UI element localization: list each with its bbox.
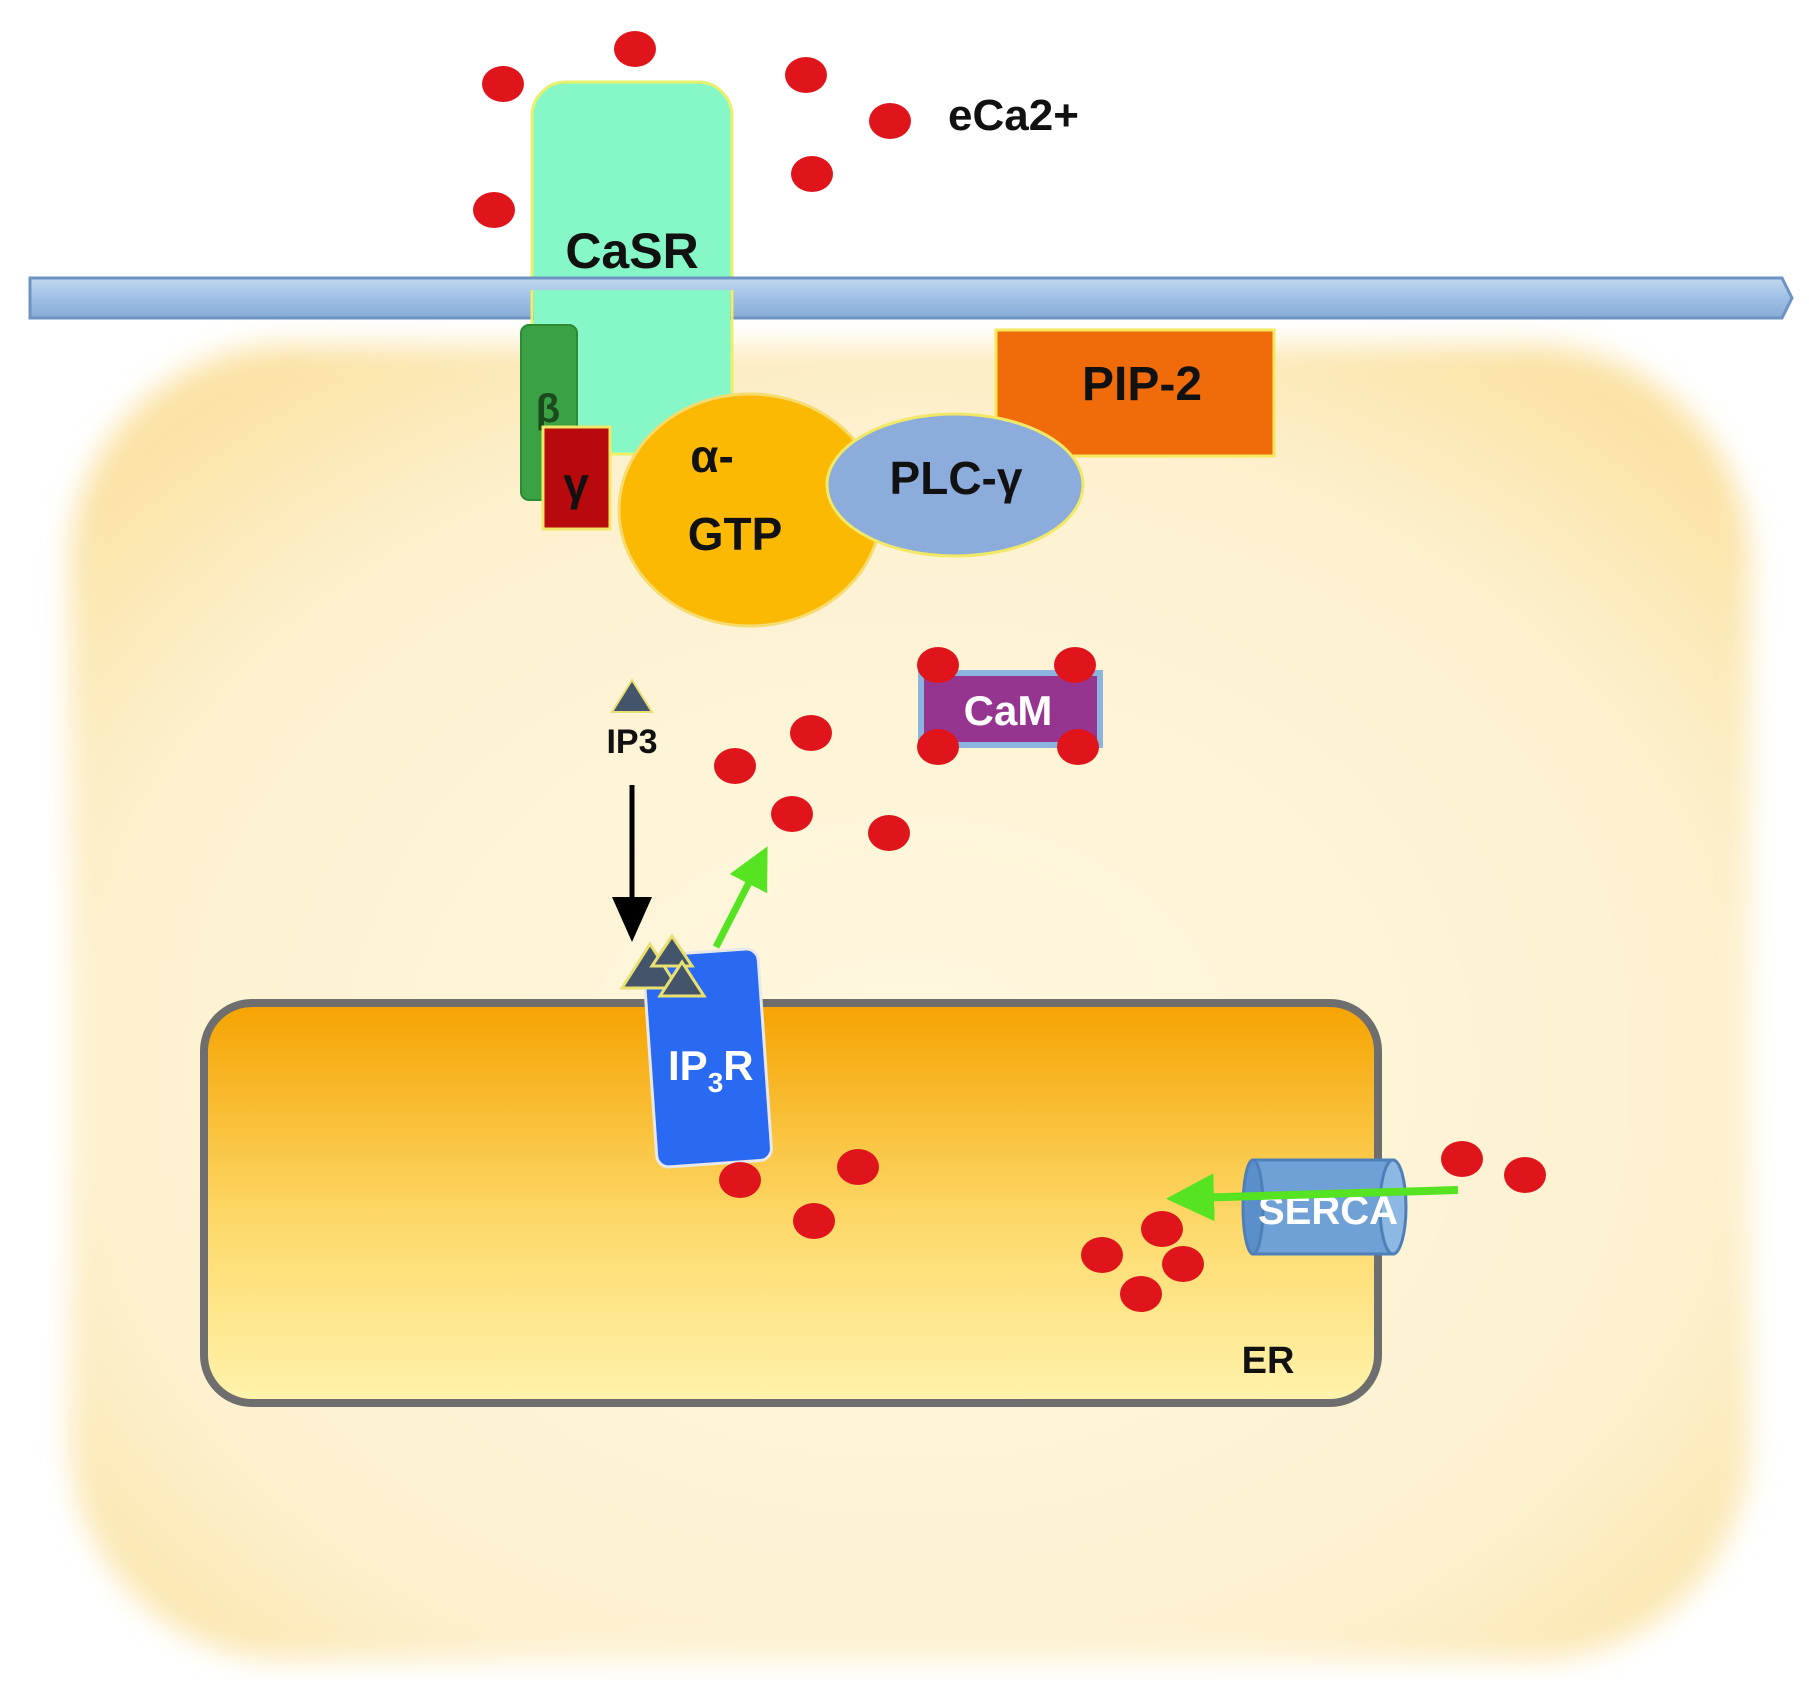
eca-label: eCa2+ — [948, 91, 1079, 140]
endoplasmic-reticulum — [200, 999, 1382, 1407]
calcium-ion-icon — [790, 715, 832, 751]
plasma-membrane — [28, 276, 1794, 320]
ip3r-label-sub: 3 — [708, 1067, 724, 1098]
calcium-ion-icon — [868, 815, 910, 851]
ip3-triangle-icon — [610, 678, 654, 713]
calcium-ion-icon — [837, 1149, 879, 1185]
g-alpha-label-2: GTP — [688, 508, 783, 560]
calcium-ion-icon — [482, 66, 524, 102]
calcium-ion-icon — [719, 1162, 761, 1198]
ip3r-label-end: R — [723, 1042, 753, 1089]
pip2-box — [994, 328, 1276, 458]
calcium-ion-icon — [1504, 1157, 1546, 1193]
calcium-uptake-arrow — [1166, 1173, 1459, 1222]
calcium-ion-icon — [1054, 647, 1096, 683]
calcium-ion-icon — [917, 647, 959, 683]
calcium-ion-icon — [714, 748, 756, 784]
g-beta-label: β — [536, 387, 560, 431]
calcium-ion-icon — [1162, 1246, 1204, 1282]
casr-label: CaSR — [565, 223, 698, 279]
pip2-label: PIP-2 — [1082, 358, 1202, 411]
plc-gamma — [825, 412, 1085, 558]
calcium-release-arrow — [712, 846, 768, 949]
ip3-label: IP3 — [606, 723, 657, 761]
ip3-bound-triangle-icon — [657, 959, 707, 998]
plc-label: PLC-γ — [890, 452, 1023, 504]
calcium-ions — [473, 31, 1546, 1312]
calcium-ion-icon — [793, 1203, 835, 1239]
calcium-ion-icon — [917, 729, 959, 765]
calcium-ion-icon — [771, 796, 813, 832]
g-gamma-label: γ — [563, 458, 589, 510]
calcium-ion-icon — [791, 156, 833, 192]
calcium-ion-icon — [785, 57, 827, 93]
g-gamma-subunit — [541, 425, 612, 531]
calcium-ion-icon — [1141, 1211, 1183, 1247]
serca-pump: SERCA — [1241, 1158, 1408, 1256]
calcium-ion-icon — [1057, 729, 1099, 765]
calcium-ion-icon — [473, 192, 515, 228]
calmodulin-label: CaM — [964, 687, 1053, 734]
calcium-ion-icon — [1081, 1237, 1123, 1273]
ip3-receptor: IP3R — [642, 947, 773, 1169]
g-alpha-label-1: α- — [690, 430, 734, 482]
ip3-bound-triangle-icon — [649, 933, 695, 968]
calcium-ion-icon — [869, 103, 911, 139]
svg-text:IP3R: IP3R — [668, 1042, 754, 1098]
calcium-ion-icon — [1120, 1276, 1162, 1312]
ip3r-label-main: IP — [668, 1042, 708, 1089]
er-label: ER — [1242, 1340, 1295, 1382]
calcium-ion-icon — [614, 31, 656, 67]
calcium-ion-icon — [1441, 1141, 1483, 1177]
